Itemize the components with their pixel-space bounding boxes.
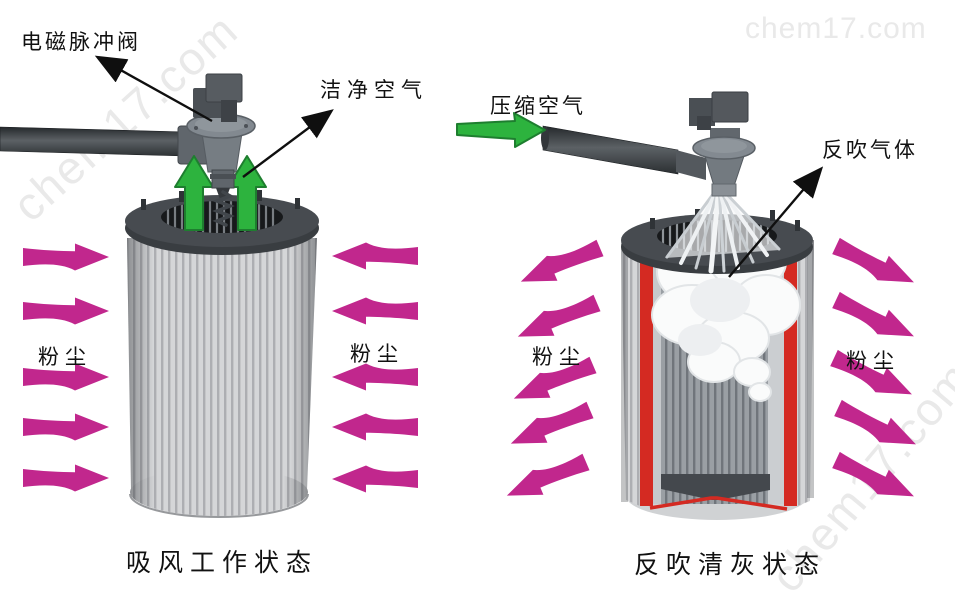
dust-arrow-icon bbox=[505, 397, 596, 457]
dust-arrow-icon bbox=[501, 449, 592, 509]
backblow-gas-label: 反吹气体 bbox=[822, 139, 918, 162]
right-filter-cartridge-cutaway bbox=[621, 183, 814, 520]
solenoid-connector bbox=[689, 91, 749, 130]
dust-arrow-icon bbox=[23, 464, 109, 492]
ring-bolts bbox=[141, 190, 300, 210]
clean-air-arrow-icon bbox=[227, 155, 267, 231]
solenoid-connector bbox=[193, 73, 243, 122]
dust-arrow-icon bbox=[830, 287, 920, 349]
dust-label: 粉尘 bbox=[532, 346, 586, 369]
left-unit-caption: 吸风工作状态 bbox=[125, 549, 318, 577]
bottom-cut-v bbox=[649, 496, 788, 511]
left-filter-cartridge bbox=[125, 190, 319, 518]
watermark-top-right: chem17.com bbox=[745, 12, 927, 45]
dust-arrow-icon bbox=[830, 233, 920, 295]
dust-arrow-icon bbox=[332, 242, 418, 270]
compressed-air-label: 压缩空气 bbox=[490, 95, 586, 118]
dust-arrow-icon bbox=[332, 297, 418, 325]
right-air-pipe bbox=[541, 125, 706, 180]
clean-air-pointer-line bbox=[242, 109, 334, 178]
pulse-valve-label: 电磁脉冲阀 bbox=[21, 31, 141, 54]
dust-arrow-icon bbox=[832, 395, 922, 457]
clean-air-label: 洁净空气 bbox=[320, 79, 428, 102]
compressed-air-arrow-icon bbox=[456, 112, 546, 148]
dust-arrow-icon bbox=[332, 413, 418, 441]
cut-edge-right bbox=[784, 238, 797, 506]
right-filter-unit bbox=[456, 91, 922, 520]
clean-air-arrows bbox=[174, 155, 267, 231]
dust-arrow-icon bbox=[23, 243, 109, 271]
dust-label: 粉尘 bbox=[38, 346, 92, 369]
backblow-gas-pointer-line bbox=[728, 166, 824, 278]
right-unit-caption: 反吹清灰状态 bbox=[633, 551, 826, 579]
spring-icon bbox=[212, 190, 235, 227]
dust-arrow-icon bbox=[23, 413, 109, 441]
clean-air-arrow-icon bbox=[174, 155, 214, 231]
dust-arrow-icon bbox=[332, 465, 418, 493]
dust-label: 粉尘 bbox=[846, 350, 900, 373]
cut-edge-left bbox=[640, 238, 653, 506]
dust-arrow-icon bbox=[23, 297, 109, 325]
dust-arrow-icon bbox=[515, 235, 606, 295]
dust-arrow-icon bbox=[830, 447, 920, 509]
left-filter-unit bbox=[0, 55, 418, 518]
right-pulse-valve bbox=[689, 91, 756, 197]
cartridge-opening bbox=[161, 201, 283, 233]
dust-label: 粉尘 bbox=[350, 343, 404, 366]
pulse-valve-pointer-line bbox=[94, 55, 213, 123]
